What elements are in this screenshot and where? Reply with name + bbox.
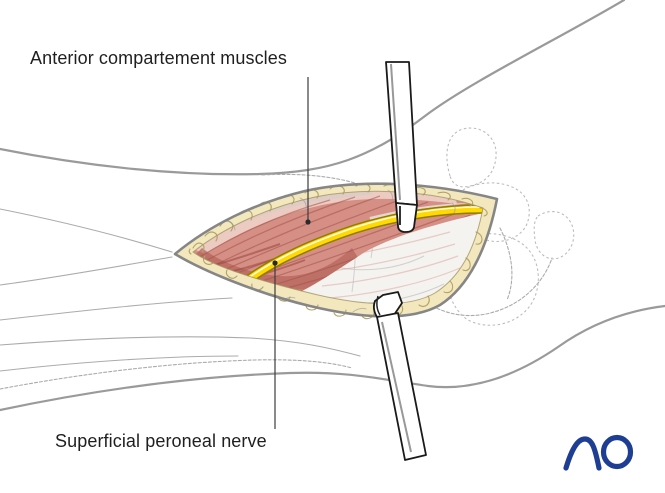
ao-logo-letter-a [563,436,602,471]
leg-thin-lines-group [0,173,553,390]
superficial-peroneal-nerve [232,204,483,293]
shin-top-contour [0,0,626,176]
fat-inner-edge [192,190,484,305]
leader-line-peroneal-nerve [272,260,278,429]
label-superficial-peroneal-nerve: Superficial peroneal nerve [55,431,267,451]
fibula-outline [446,127,497,188]
label-anterior-compartment-muscles: Anterior compartement muscles [30,48,287,68]
ao-logo-letter-o [600,434,634,470]
leader-dot [305,219,311,225]
retractor-top [385,61,418,233]
foot-bottom-contour [0,304,665,412]
navicular-outline [533,210,575,260]
surgical-wound-group [173,182,499,320]
calcaneus-outline [444,233,539,326]
retractor-bottom [372,291,427,461]
leader-dot [272,260,278,266]
leader-line-anterior-muscles [305,77,311,225]
ao-logo [563,434,634,471]
wound-outline [173,182,499,318]
